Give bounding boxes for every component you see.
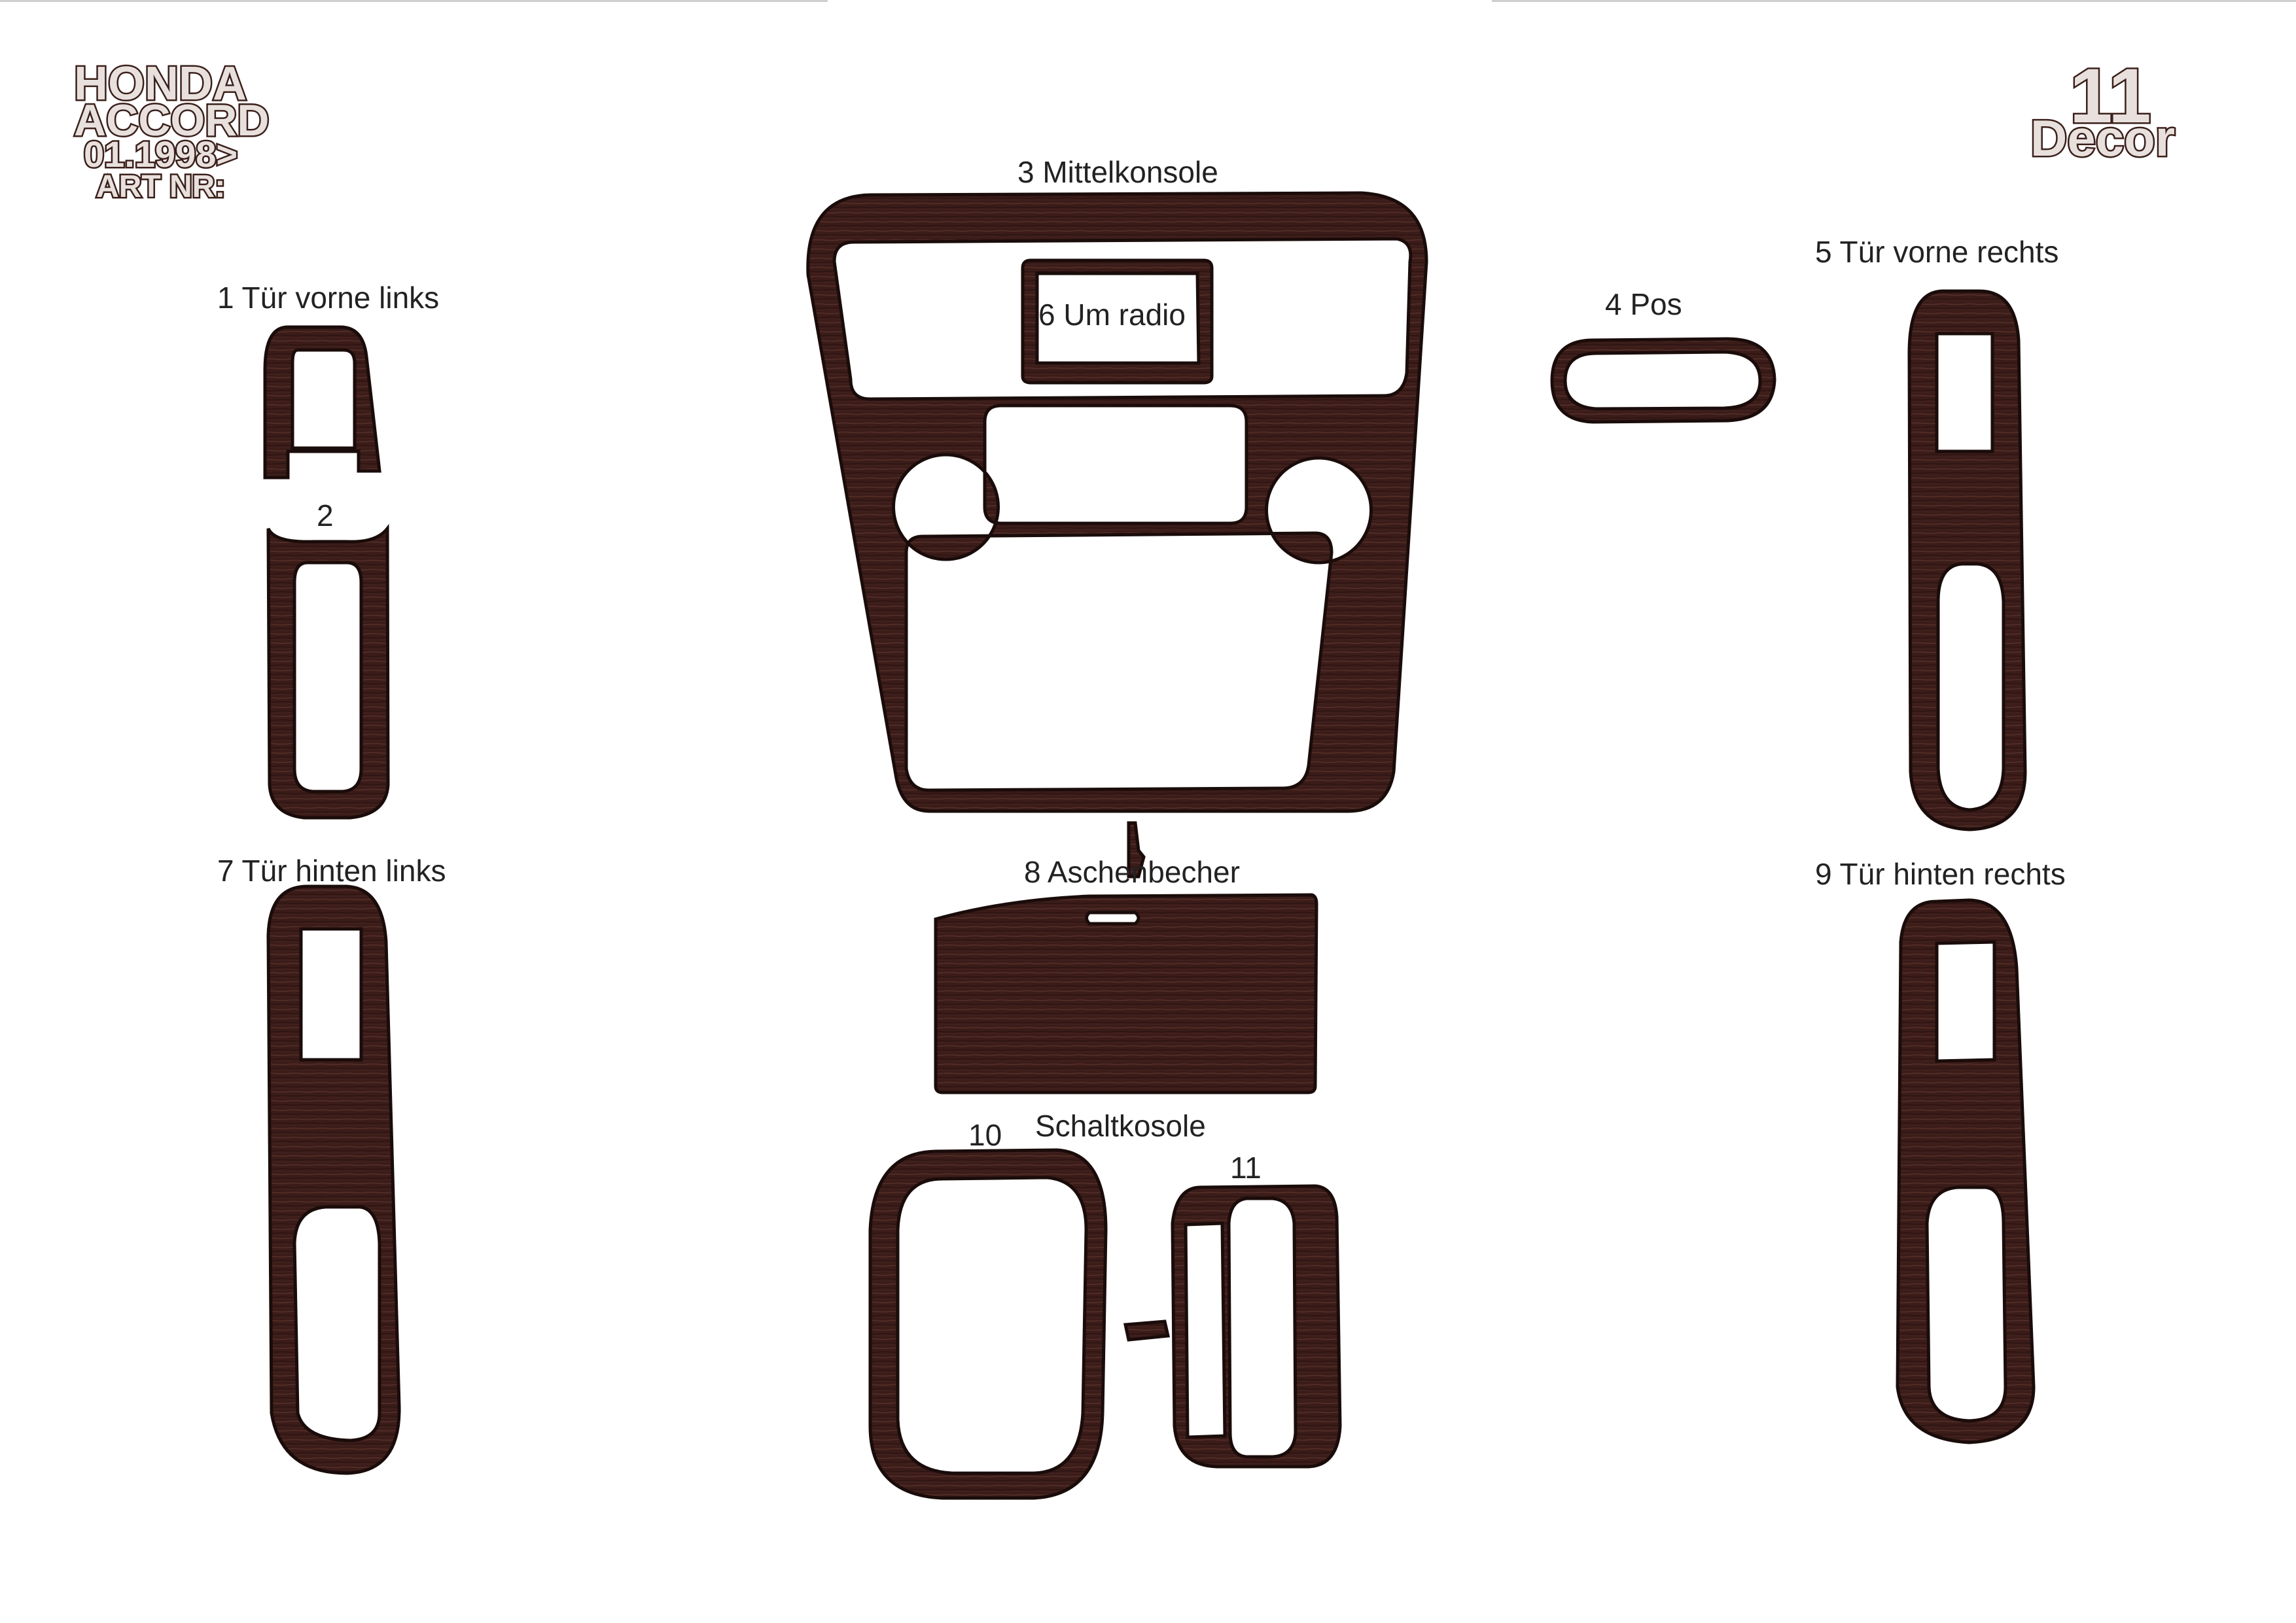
label-part-11: 11 (1230, 1151, 1262, 1185)
art-number-label: ART NR: (94, 169, 226, 204)
top-edge-left (0, 0, 828, 2)
part-6-radio-frame (1021, 258, 1214, 385)
part-2-door-trim (266, 523, 390, 820)
date-text: 01.1998> (82, 133, 239, 175)
label-part-10: 10 (968, 1118, 1002, 1152)
decor-label: Decor (2028, 109, 2176, 167)
top-edge-right (1492, 0, 2296, 2)
part-10-shifter-trim (868, 1148, 1108, 1500)
part-11-switch-panel (1171, 1184, 1342, 1469)
label-part-7: 7 Tür hinten links (217, 854, 446, 888)
part-4-pos (1550, 337, 1776, 424)
label-part-1: 1 Tür vorne links (217, 281, 440, 315)
part-9-door-rear-right (1896, 898, 2036, 1444)
part-3-center-console (806, 191, 1428, 813)
label-part-2: 2 (317, 498, 334, 532)
label-part-3: 3 Mittelkonsole (1017, 155, 1218, 189)
part-8-ashtray (934, 893, 1318, 1094)
part-1-door-front-left (263, 325, 381, 480)
part-7-door-rear-left (266, 884, 401, 1475)
small-piece-clip (1127, 821, 1146, 879)
label-schaltkonsole: Schaltkosole (1035, 1109, 1206, 1143)
label-part-6: 6 Um radio (1038, 298, 1186, 332)
small-piece-tab (1123, 1319, 1171, 1342)
model-title: ACCORD (72, 96, 270, 145)
label-part-4: 4 Pos (1605, 287, 1682, 321)
make-title: HONDA (73, 58, 249, 110)
label-part-8: 8 Aschenbecher (1024, 855, 1240, 889)
part-5-door-front-right (1907, 289, 2027, 831)
label-part-9: 9 Tür hinten rechts (1815, 857, 2066, 891)
piece-count: 11 (2068, 53, 2153, 139)
label-part-5: 5 Tür vorne rechts (1815, 235, 2059, 269)
